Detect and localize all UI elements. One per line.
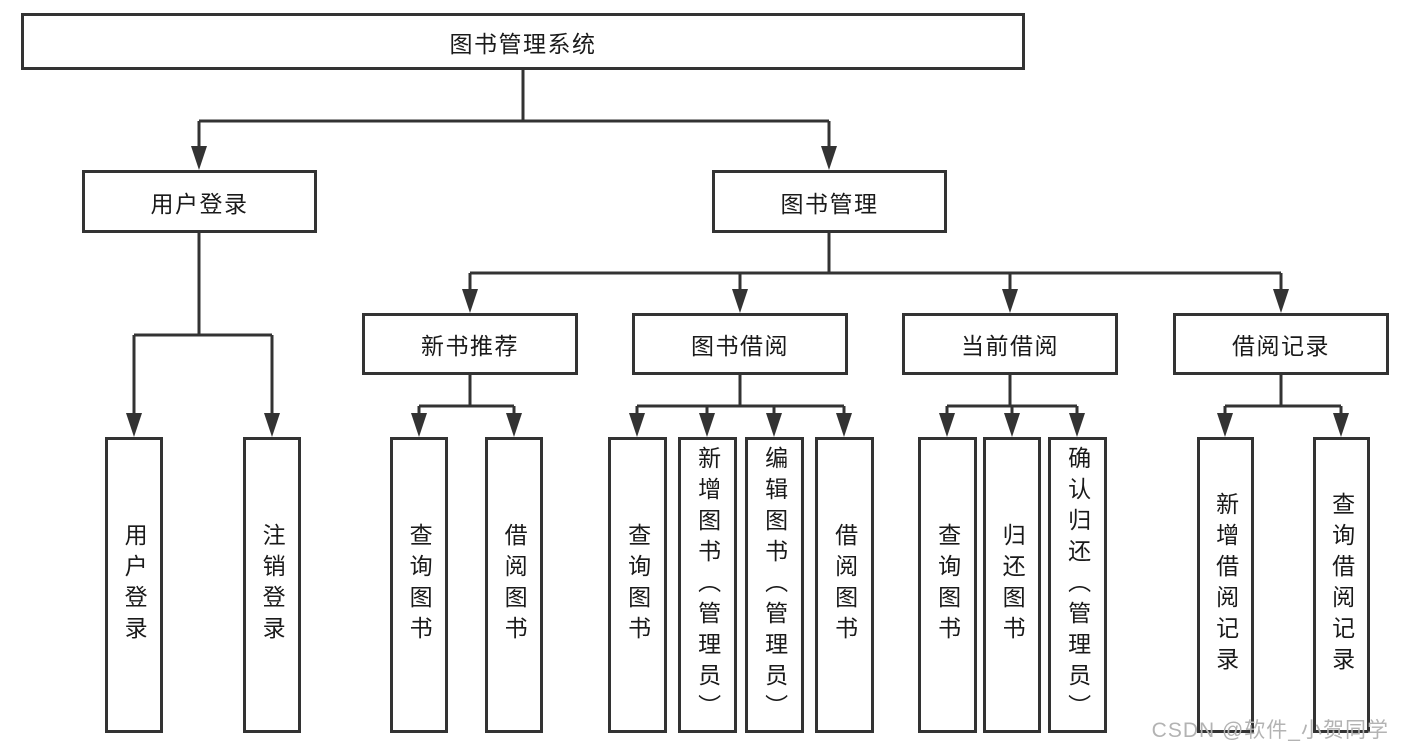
arrow-down-icon — [836, 413, 852, 437]
leaf-user-login: 用户登录 — [105, 437, 163, 733]
node-library-management-system: 图书管理系统 — [21, 13, 1025, 70]
leaf-label: 确认归还（管理员） — [1064, 445, 1091, 725]
leaf-borrow-query-books: 查询图书 — [608, 437, 667, 733]
connector-new-book-branch — [411, 375, 522, 437]
node-new-book-recommendation: 新书推荐 — [362, 313, 578, 375]
arrow-down-icon — [1333, 413, 1349, 437]
leaf-newbook-borrow-books: 借阅图书 — [485, 437, 543, 733]
node-user-login: 用户登录 — [82, 170, 317, 233]
arrow-down-icon — [699, 413, 715, 437]
connector-current-borrow-branch — [939, 375, 1085, 437]
node-borrowing-records: 借阅记录 — [1173, 313, 1389, 375]
leaf-logout: 注销登录 — [243, 437, 301, 733]
arrow-down-icon — [462, 289, 478, 313]
arrow-down-icon — [1004, 413, 1020, 437]
connector-root-branch — [191, 70, 837, 170]
leaf-records-add-record: 新增借阅记录 — [1197, 437, 1254, 733]
leaf-label: 新增借阅记录 — [1212, 492, 1239, 678]
connector-user-login-branch — [126, 233, 280, 437]
connector-book-borrow-branch — [629, 375, 852, 437]
leaf-label: 借阅图书 — [501, 523, 528, 647]
leaf-label: 查询借阅记录 — [1328, 492, 1355, 678]
leaf-newbook-query-books: 查询图书 — [390, 437, 448, 733]
arrow-down-icon — [191, 146, 207, 170]
leaf-borrow-add-books-admin: 新增图书（管理员） — [678, 437, 737, 733]
arrow-down-icon — [126, 413, 142, 437]
leaf-label: 注销登录 — [259, 523, 286, 647]
leaf-current-confirm-return-admin: 确认归还（管理员） — [1048, 437, 1107, 733]
arrow-down-icon — [506, 413, 522, 437]
arrow-down-icon — [732, 289, 748, 313]
csdn-watermark: CSDN @软件_小贺同学 — [1151, 719, 1389, 742]
leaf-label: 归还图书 — [999, 523, 1026, 647]
arrow-down-icon — [1069, 413, 1085, 437]
leaf-current-query-books: 查询图书 — [918, 437, 977, 733]
connector-records-branch — [1217, 375, 1349, 437]
node-book-management: 图书管理 — [712, 170, 947, 233]
arrow-down-icon — [1273, 289, 1289, 313]
arrow-down-icon — [821, 146, 837, 170]
leaf-borrow-borrow-books: 借阅图书 — [815, 437, 874, 733]
arrow-down-icon — [411, 413, 427, 437]
arrow-down-icon — [629, 413, 645, 437]
arrow-down-icon — [1002, 289, 1018, 313]
leaf-label: 查询图书 — [624, 523, 651, 647]
leaf-current-return-books: 归还图书 — [983, 437, 1041, 733]
leaf-label: 编辑图书（管理员） — [761, 445, 788, 725]
arrow-down-icon — [1217, 413, 1233, 437]
arrow-down-icon — [939, 413, 955, 437]
arrow-down-icon — [264, 413, 280, 437]
leaf-borrow-edit-books-admin: 编辑图书（管理员） — [745, 437, 804, 733]
leaf-label: 用户登录 — [121, 523, 148, 647]
node-current-borrowing: 当前借阅 — [902, 313, 1118, 375]
connector-book-management-branch — [462, 233, 1289, 313]
leaf-label: 查询图书 — [934, 523, 961, 647]
node-book-borrowing: 图书借阅 — [632, 313, 848, 375]
leaf-label: 新增图书（管理员） — [694, 445, 721, 725]
leaf-records-query-record: 查询借阅记录 — [1313, 437, 1370, 733]
leaf-label: 查询图书 — [406, 523, 433, 647]
arrow-down-icon — [766, 413, 782, 437]
leaf-label: 借阅图书 — [831, 523, 858, 647]
